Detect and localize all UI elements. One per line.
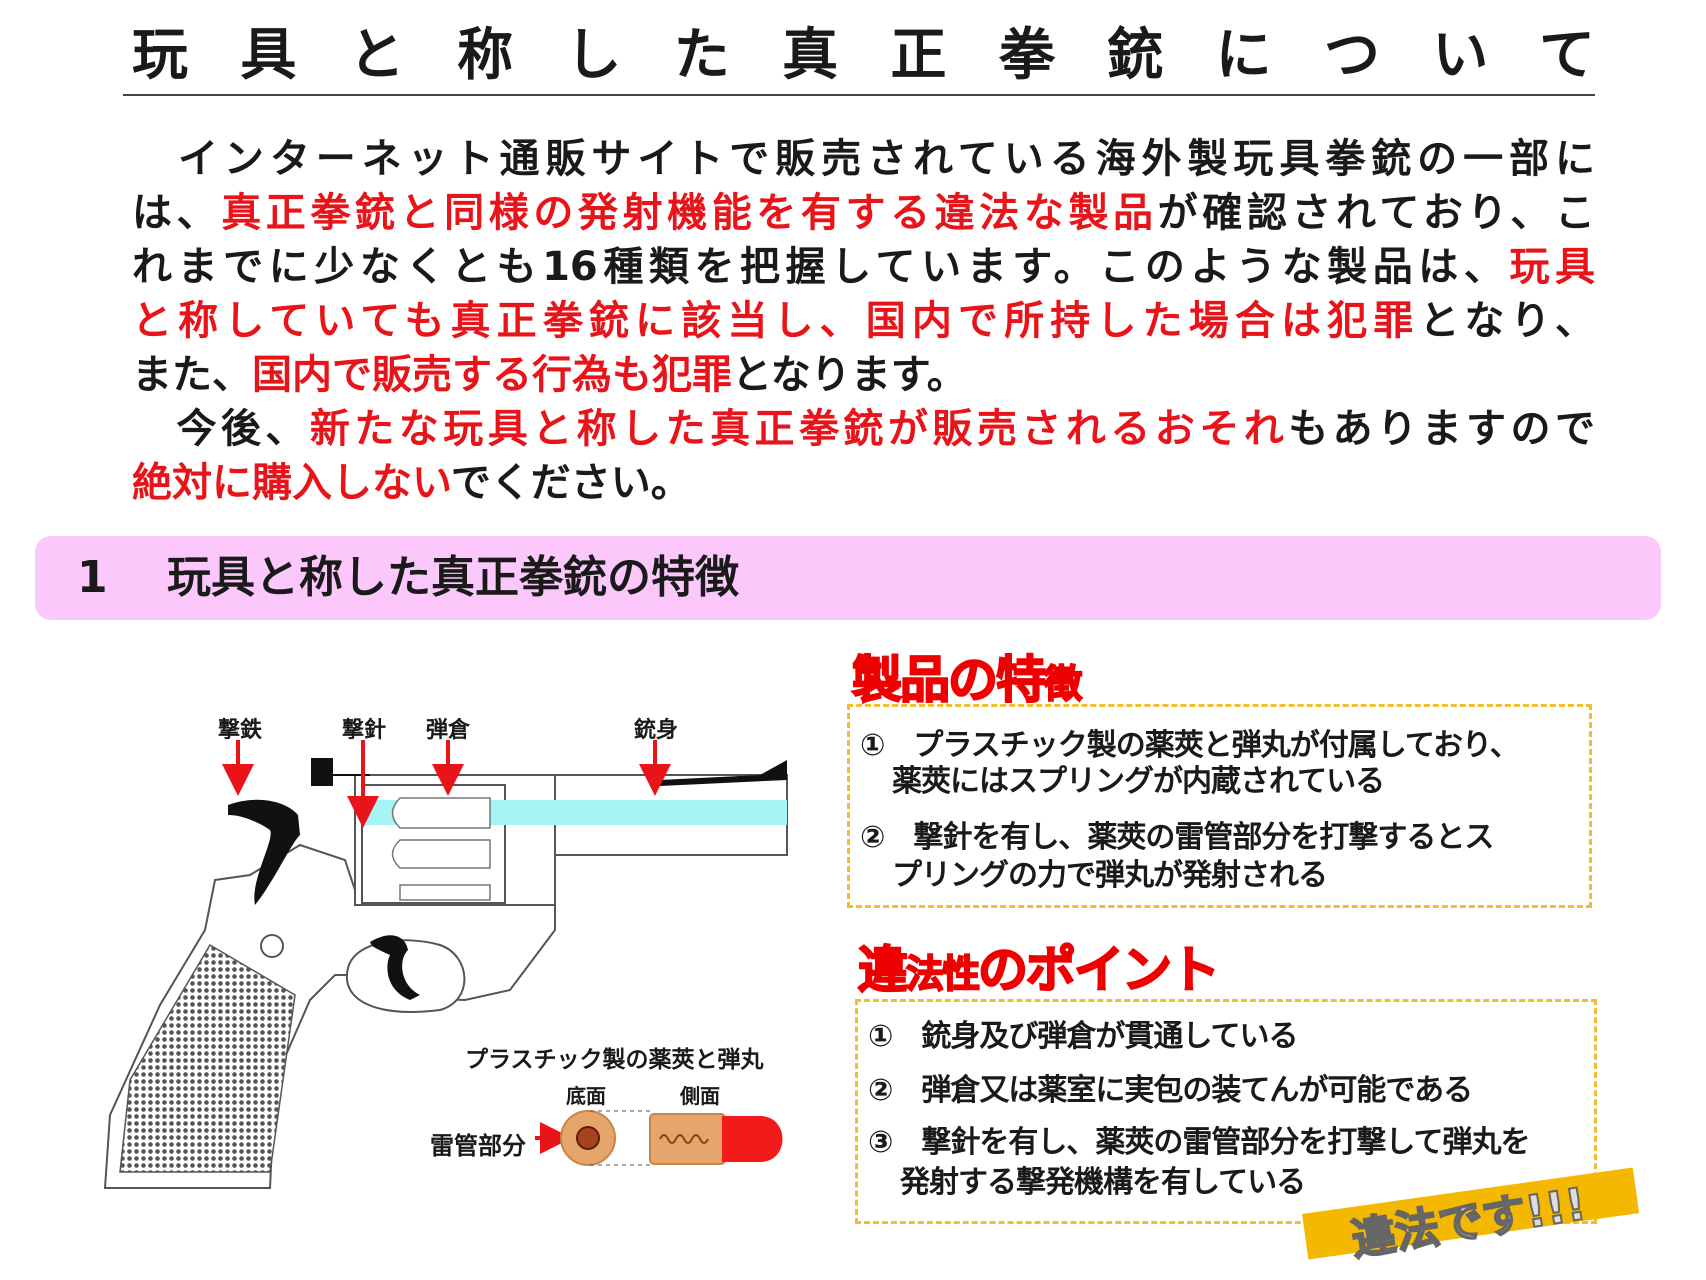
highlight-text: 絶対に購入しない [132, 460, 451, 506]
label-side-view: 側面 [680, 1084, 720, 1108]
illegality-item: 発射する撃発機構を有している [900, 1165, 1306, 1200]
feature-item: ① プラスチック製の薬莢と弾丸が付属しており、 [860, 728, 1520, 763]
text: インターネット通販サイトで販売されている海外製玩具拳銃の一部に [132, 136, 1595, 182]
text: でください。 [450, 460, 691, 506]
text: もありますので [1288, 406, 1595, 452]
cartridge-title: プラスチック製の薬莢と弾丸 [465, 1047, 764, 1073]
illegality-box: ① 銃身及び弾倉が貫通している ② 弾倉又は薬室に実包の装てんが可能である ③ … [855, 999, 1597, 1224]
text: となり、 [1419, 298, 1595, 344]
section-number: 1 [77, 552, 108, 603]
features-box: ① プラスチック製の薬莢と弾丸が付属しており、 薬莢にはスプリングが内蔵されてい… [847, 704, 1592, 908]
text: 違 [857, 940, 909, 1000]
page-title: 玩具と称した真正拳銃について [132, 23, 1595, 88]
text: は、 [132, 190, 222, 236]
grip-checkering [119, 943, 296, 1173]
intro-line: また、国内で販売する行為も犯罪となります。 [132, 348, 1595, 402]
label-hammer: 撃鉄 [218, 718, 263, 743]
text: また、 [132, 352, 252, 398]
text: のポイント [977, 940, 1221, 1000]
label-arrows [222, 740, 671, 1154]
intro-paragraph: インターネット通販サイトで販売されている海外製玩具拳銃の一部に は、真正拳銃と同… [132, 132, 1595, 510]
highlight-text: 真正拳銃と同様の発射機能を有する違法な製品 [221, 190, 1158, 236]
intro-line: 今後、新たな玩具と称した真正拳銃が販売されるおそれもありますので [132, 402, 1595, 456]
firing-pin-block [311, 758, 333, 786]
illegality-item: ② 弾倉又は薬室に実包の装てんが可能である [868, 1073, 1473, 1108]
text: が確認されており、こ [1157, 190, 1595, 236]
label-bottom-view: 底面 [566, 1084, 606, 1108]
label-firing-pin: 撃針 [342, 718, 387, 743]
intro-line: 絶対に購入しないでください。 [132, 456, 1595, 510]
label-primer: 雷管部分 [430, 1132, 526, 1160]
features-heading: 製品の特徴 [851, 640, 1083, 712]
feature-item: プリングの力で弾丸が発射される [892, 858, 1328, 893]
illegality-item: ③ 撃針を有し、薬莢の雷管部分を打撃して弾丸を [868, 1125, 1530, 1160]
section-header: 1 玩具と称した真正拳銃の特徴 [77, 548, 739, 608]
feature-item: ② 撃針を有し、薬莢の雷管部分を打撃するとス [860, 820, 1494, 855]
highlight-text: 玩具 [1509, 244, 1596, 290]
cartridge-figure [560, 1110, 783, 1166]
trigger-shape [370, 935, 420, 1000]
illegality-heading: 違法性のポイント [857, 930, 1221, 1002]
intro-line: インターネット通販サイトで販売されている海外製玩具拳銃の一部に [132, 132, 1595, 186]
intro-line: れまでに少なくとも16種類を把握しています。このような製品は、玩具 [132, 240, 1595, 294]
cartridges-in-cylinder [391, 797, 491, 901]
front-sight [660, 760, 787, 786]
text: 製品の特 [851, 650, 1047, 710]
intro-line: と称していても真正拳銃に該当し、国内で所持した場合は犯罪となり、 [132, 294, 1595, 348]
text: れまでに少なくとも16種類を把握しています。このような製品は、 [132, 244, 1510, 290]
label-barrel: 銃身 [634, 718, 679, 743]
text: 今後、 [132, 406, 310, 452]
hammer-shape [228, 799, 300, 905]
section-header-band [35, 536, 1661, 620]
illegality-item: ① 銃身及び弾倉が貫通している [868, 1019, 1298, 1054]
label-cylinder: 弾倉 [426, 718, 471, 743]
text: 法性 [905, 951, 981, 997]
text: となります。 [732, 352, 967, 398]
highlight-text: 国内で販売する行為も犯罪 [252, 352, 732, 398]
feature-item: 薬莢にはスプリングが内蔵されている [892, 764, 1385, 799]
highlight-text: と称していても真正拳銃に該当し、国内で所持した場合は犯罪 [132, 298, 1420, 344]
text: 徴 [1043, 661, 1083, 707]
highlight-text: 新たな玩具と称した真正拳銃が販売されるおそれ [309, 406, 1289, 452]
intro-line: は、真正拳銃と同様の発射機能を有する違法な製品が確認されており、こ [132, 186, 1595, 240]
title-underline [123, 94, 1595, 96]
section-title: 玩具と称した真正拳銃の特徴 [166, 552, 739, 603]
revolver-diagram [103, 740, 788, 1189]
